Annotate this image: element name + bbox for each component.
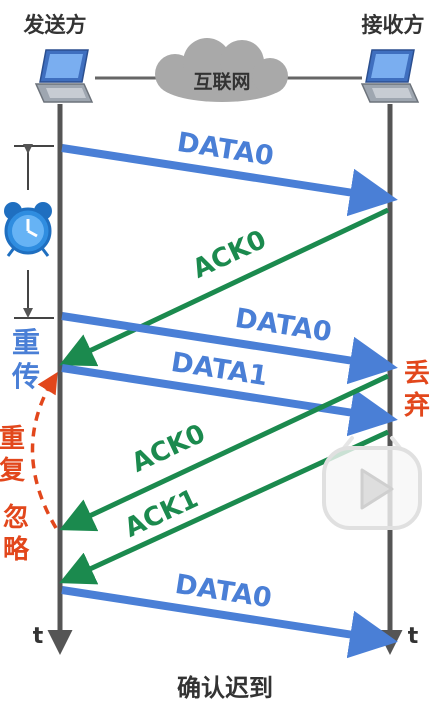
cloud-icon	[155, 38, 288, 102]
caption: 确认迟到	[177, 674, 273, 702]
time-label-right: t	[408, 624, 419, 649]
network-label: 互联网	[193, 71, 250, 93]
dup-ignore-label-char: 重	[0, 424, 25, 454]
time-label-left: t	[33, 624, 44, 649]
message-label: ACK0	[188, 225, 271, 285]
laptop-icon	[360, 49, 420, 103]
receiver-label: 接收方	[362, 13, 425, 37]
alarm-clock-icon	[4, 202, 52, 257]
message-arrow: DATA0	[61, 127, 398, 217]
discard-label-char: 弃	[404, 390, 430, 421]
retransmit-label-char: 传	[11, 360, 40, 393]
message-label: ACK0	[127, 419, 210, 479]
ignore-arc	[30, 372, 58, 529]
timeout-bracket	[14, 144, 54, 319]
dup-ignore-label-char: 忽	[3, 502, 29, 533]
discard-label-char: 丢	[404, 359, 430, 389]
dup-ignore-label-char: 复	[0, 456, 26, 486]
laptop-icon	[34, 49, 94, 103]
message-arrow: DATA1	[61, 347, 398, 437]
play-icon	[342, 436, 402, 450]
sender-label: 发送方	[23, 13, 87, 37]
retransmit-label-char: 重	[12, 326, 40, 359]
dup-ignore-label-char: 略	[3, 534, 30, 565]
play-button[interactable]	[322, 436, 422, 530]
message-arrow: DATA0	[61, 569, 398, 659]
